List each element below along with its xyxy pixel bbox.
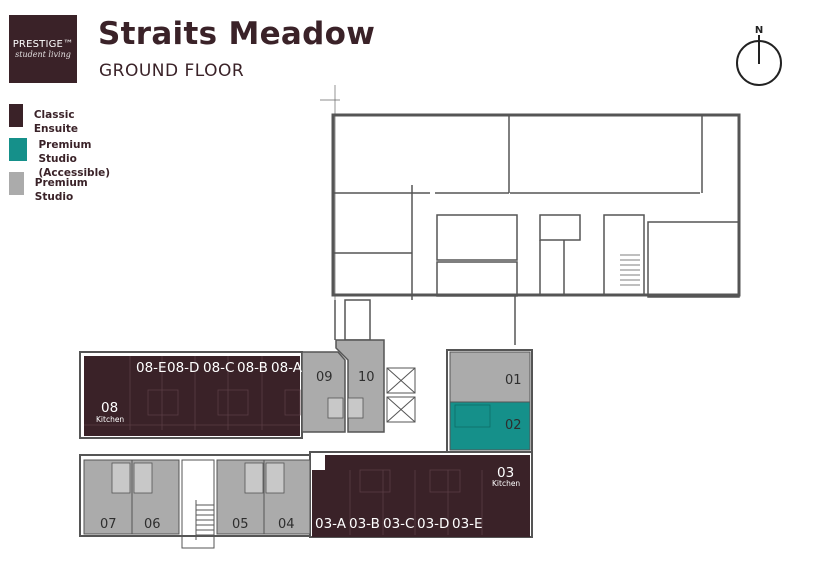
legend-label: Premium Studio (Accessible) bbox=[38, 139, 111, 179]
room-10: 10 bbox=[358, 370, 375, 385]
room-03: 03 bbox=[497, 465, 515, 481]
wing-08-classic-ensuite bbox=[84, 356, 300, 436]
premium-studio-swatch bbox=[9, 172, 24, 195]
legend-item-premium-accessible: Premium Studio (Accessible) bbox=[9, 138, 115, 180]
room-08A: 08-A bbox=[271, 360, 302, 376]
room-03-kitchen: Kitchen bbox=[492, 479, 521, 488]
logo-brand: PRESTIGE™ bbox=[12, 39, 74, 50]
room-06: 06 bbox=[144, 517, 161, 532]
legend-label: Premium Studio bbox=[34, 177, 88, 203]
legend-item-classic-ensuite: Classic Ensuite bbox=[9, 104, 87, 136]
room-08: 08 bbox=[101, 400, 119, 416]
room-03D: 03-D bbox=[417, 516, 450, 532]
classic-ensuite-swatch bbox=[9, 104, 23, 127]
room-07: 07 bbox=[100, 517, 117, 532]
room-03E: 03-E bbox=[452, 516, 483, 532]
floor-subtitle: GROUND FLOOR bbox=[99, 61, 245, 81]
room-08-kitchen: Kitchen bbox=[96, 415, 125, 424]
room-05: 05 bbox=[232, 517, 249, 532]
room-04: 04 bbox=[278, 517, 295, 532]
room-03B: 03-B bbox=[349, 516, 380, 532]
room-08B: 08-B bbox=[237, 360, 268, 376]
logo-tagline: student living bbox=[15, 50, 71, 59]
premium-accessible-swatch bbox=[9, 138, 28, 161]
room-01: 01 bbox=[505, 373, 522, 388]
prestige-logo: PRESTIGE™ student living bbox=[9, 15, 77, 83]
room-03C: 03-C bbox=[383, 516, 415, 532]
room-08E: 08-E bbox=[136, 360, 167, 376]
legend-label: Classic Ensuite bbox=[33, 109, 78, 135]
room-09: 09 bbox=[316, 370, 333, 385]
room-08C: 08-C bbox=[203, 360, 235, 376]
north-compass-icon: N bbox=[733, 22, 785, 95]
legend-item-premium-studio: Premium Studio bbox=[9, 172, 96, 204]
page-title: Straits Meadow bbox=[98, 16, 376, 52]
room-08D: 08-D bbox=[167, 360, 200, 376]
room-02: 02 bbox=[505, 418, 522, 433]
room-03A: 03-A bbox=[315, 516, 346, 532]
svg-text:N: N bbox=[755, 25, 763, 36]
